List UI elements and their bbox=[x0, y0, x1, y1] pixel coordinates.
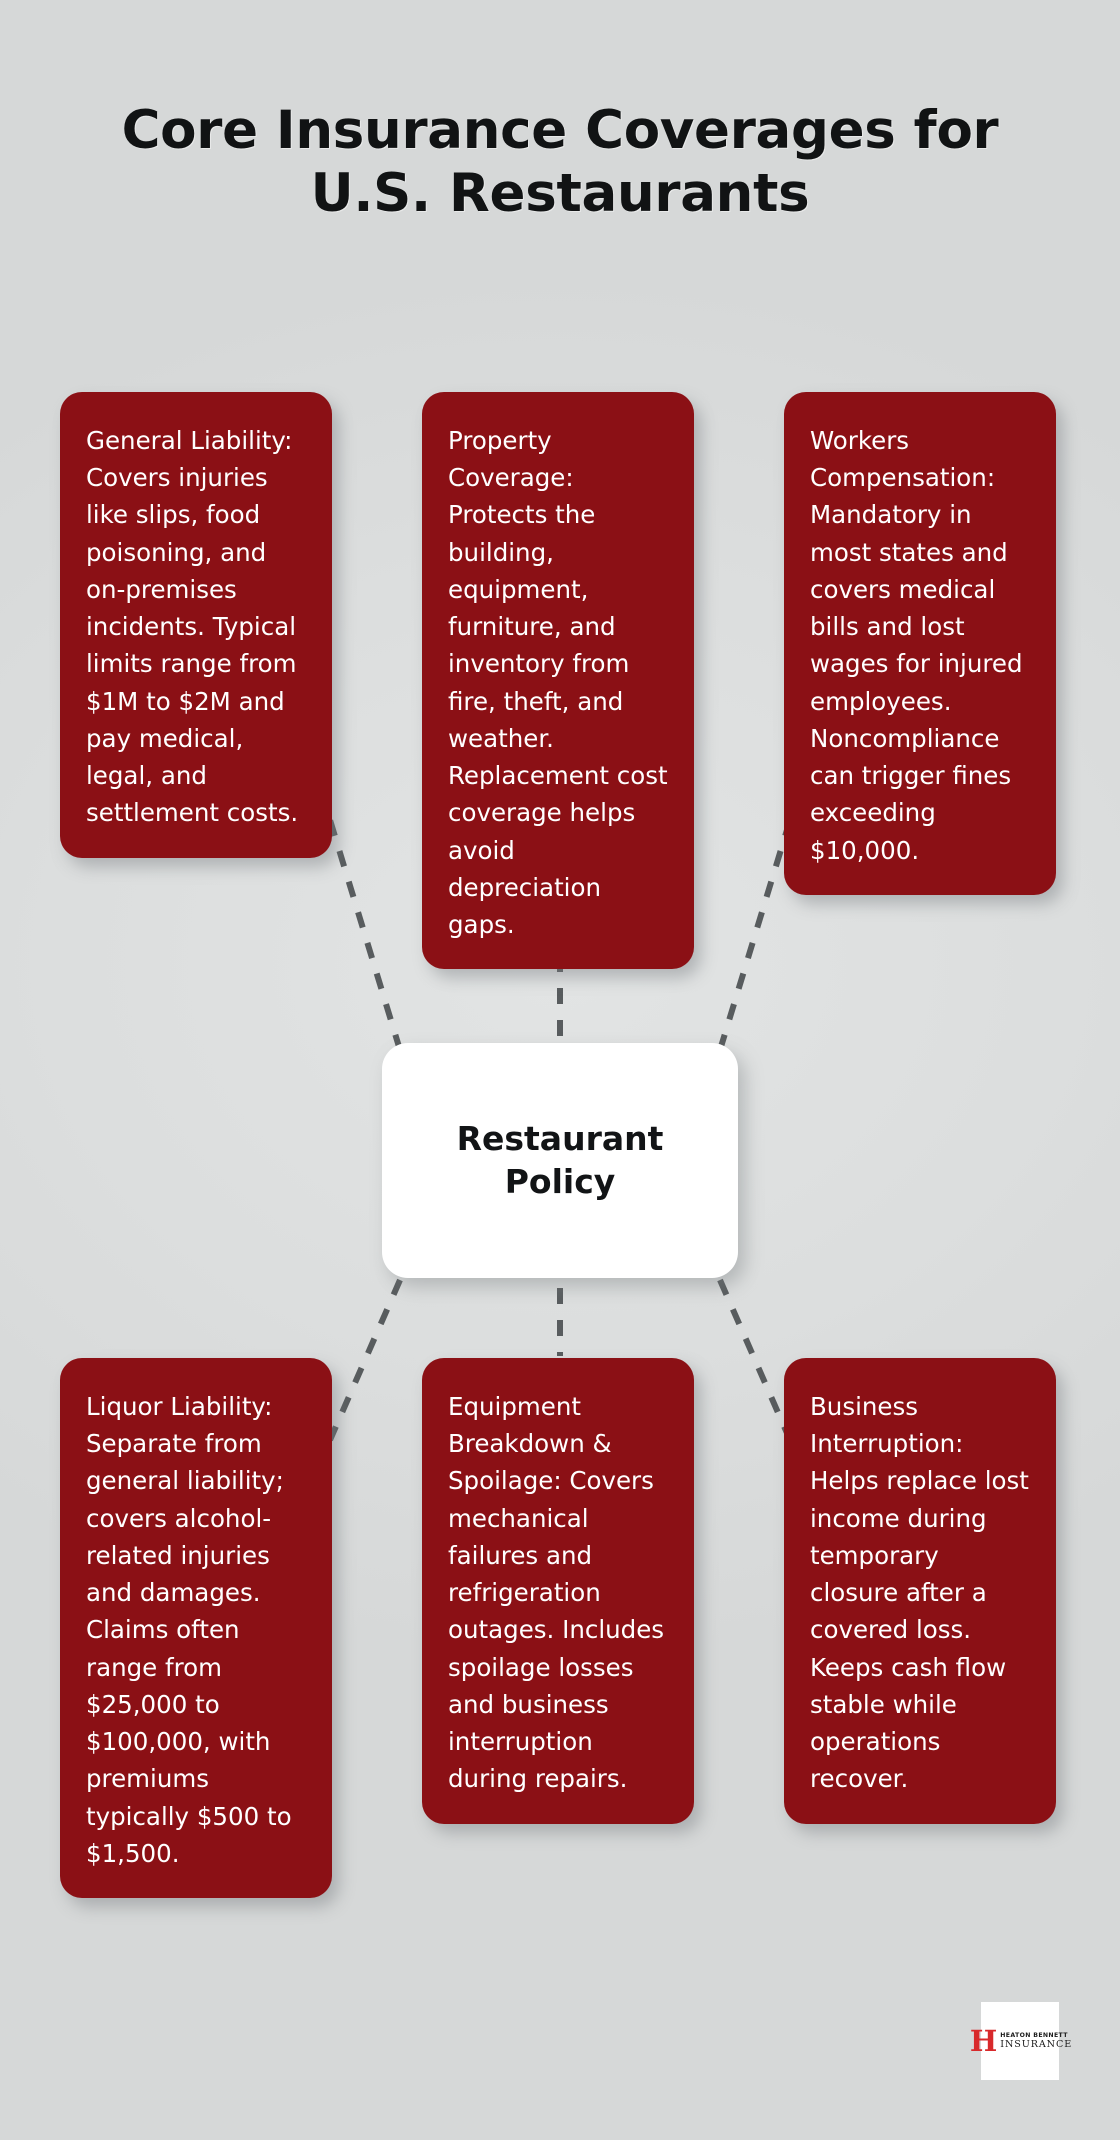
center-node-restaurant-policy[interactable]: Restaurant Policy bbox=[382, 1043, 738, 1278]
card-equipment-breakdown-text: Equipment Breakdown & Spoilage: Covers m… bbox=[448, 1392, 665, 1794]
logo-wordmark-line-1: HEATON BENNETT bbox=[1000, 2031, 1068, 2039]
card-general-liability-text: General Liability: Covers injuries like … bbox=[86, 426, 299, 828]
card-workers-compensation[interactable]: Workers Compensation: Mandatory in most … bbox=[784, 392, 1056, 895]
page-title-line-1: Core Insurance Coverages for bbox=[121, 100, 999, 161]
logo-monogram-h-icon: H bbox=[969, 2023, 998, 2058]
card-liquor-liability-text: Liquor Liability: Separate from general … bbox=[86, 1392, 292, 1868]
card-property-coverage[interactable]: Property Coverage: Protects the building… bbox=[422, 392, 694, 970]
logo-wordmark: HEATON BENNETT INSURANCE bbox=[1000, 2032, 1072, 2051]
heaton-bennett-insurance-logo: H HEATON BENNETT INSURANCE bbox=[970, 2002, 1071, 2080]
logo-inner: H HEATON BENNETT INSURANCE bbox=[969, 2023, 1072, 2058]
card-liquor-liability[interactable]: Liquor Liability: Separate from general … bbox=[60, 1358, 332, 1899]
page-title-line-2: U.S. Restaurants bbox=[310, 162, 810, 224]
center-node-label-line-2: Policy bbox=[504, 1161, 616, 1201]
logo-wordmark-line-2: INSURANCE bbox=[1000, 2039, 1073, 2051]
card-workers-compensation-text: Workers Compensation: Mandatory in most … bbox=[810, 426, 1023, 865]
card-business-interruption-text: Business Interruption: Helps replace los… bbox=[810, 1392, 1029, 1794]
connector-center-to-workers-comp bbox=[717, 819, 793, 1051]
card-equipment-breakdown-spoilage[interactable]: Equipment Breakdown & Spoilage: Covers m… bbox=[422, 1358, 694, 1824]
card-general-liability[interactable]: General Liability: Covers injuries like … bbox=[60, 392, 332, 858]
card-business-interruption[interactable]: Business Interruption: Helps replace los… bbox=[784, 1358, 1056, 1824]
connector-center-to-business-interruption bbox=[717, 1278, 793, 1442]
center-node-label-line-1: Restaurant bbox=[456, 1119, 664, 1159]
connector-center-to-liquor-liability bbox=[327, 1278, 403, 1442]
card-property-coverage-text: Property Coverage: Protects the building… bbox=[448, 426, 668, 940]
page-title: Core Insurance Coverages for U.S. Restau… bbox=[80, 100, 1040, 225]
connector-center-to-general-liability bbox=[327, 819, 403, 1051]
center-node-label: Restaurant Policy bbox=[445, 1118, 675, 1202]
